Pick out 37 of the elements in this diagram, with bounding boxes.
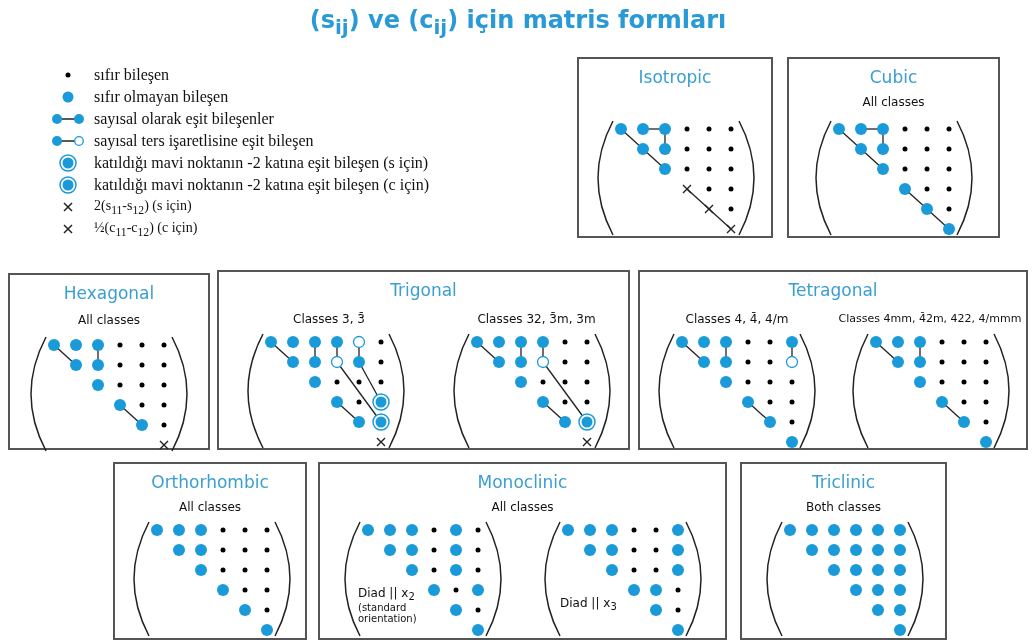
axis-note: (standard orientation) [358, 602, 418, 624]
class-caption: Classes 4mm, 4̄2m, 422, 4/mmm [837, 312, 1023, 325]
panel-title: Cubic [868, 67, 919, 87]
legend-text: sayısal ters işaretlisine eşit bileşen [94, 132, 314, 150]
class-caption: Both classes [804, 500, 883, 514]
class-caption: All classes [177, 500, 243, 514]
crystal-system-panel [217, 270, 630, 450]
crystal-system-panel [8, 273, 210, 450]
panel-title: Monoclinic [476, 472, 569, 492]
axis-note: Diad || x$_{3}$ [560, 596, 618, 613]
class-caption: Classes 32, 3̄m, 3m [476, 312, 597, 326]
axis-note: Diad || x$_{2}$ [358, 586, 416, 603]
panel-title: Isotropic [637, 67, 713, 87]
legend-text: sayısal olarak eşit bileşenler [94, 110, 274, 128]
crystal-system-panel [740, 462, 947, 640]
legend-text: sıfır bileşen [94, 66, 170, 84]
crystal-system-panel [318, 462, 727, 640]
crystal-system-panel [577, 57, 773, 238]
legend-text: ½(c$_{11}$-c$_{12}$) (c için) [94, 219, 198, 239]
legend-text: 2(s$_{11}$-s$_{12}$) (s için) [94, 197, 192, 217]
panel-title: Trigonal [389, 280, 458, 300]
panel-title: Triclinic [810, 472, 877, 492]
legend-text: katıldığı mavi noktanın -2 katına eşit bileşen (c için) [94, 176, 430, 194]
legend-text: sıfır olmayan bileşen [94, 88, 229, 106]
crystal-system-panel [638, 270, 1028, 450]
panel-title: Tetragonal [787, 280, 879, 300]
page-title: (s$_{ij}$) ve (c$_{ij}$) için matris formları [308, 6, 728, 39]
class-caption: All classes [490, 500, 555, 514]
crystal-system-panel [787, 57, 1000, 238]
panel-title: Orthorhombic [150, 472, 270, 492]
panel-title: Hexagonal [62, 283, 156, 303]
class-caption: All classes [76, 313, 142, 327]
class-caption: Classes 4, 4̄, 4/m [684, 312, 790, 326]
crystal-system-panel [113, 462, 307, 640]
class-caption: All classes [861, 95, 926, 109]
class-caption: Classes 3, 3̄ [292, 312, 366, 326]
legend-text: katıldığı mavi noktanın -2 katına eşit bileşen (s için) [94, 154, 429, 172]
